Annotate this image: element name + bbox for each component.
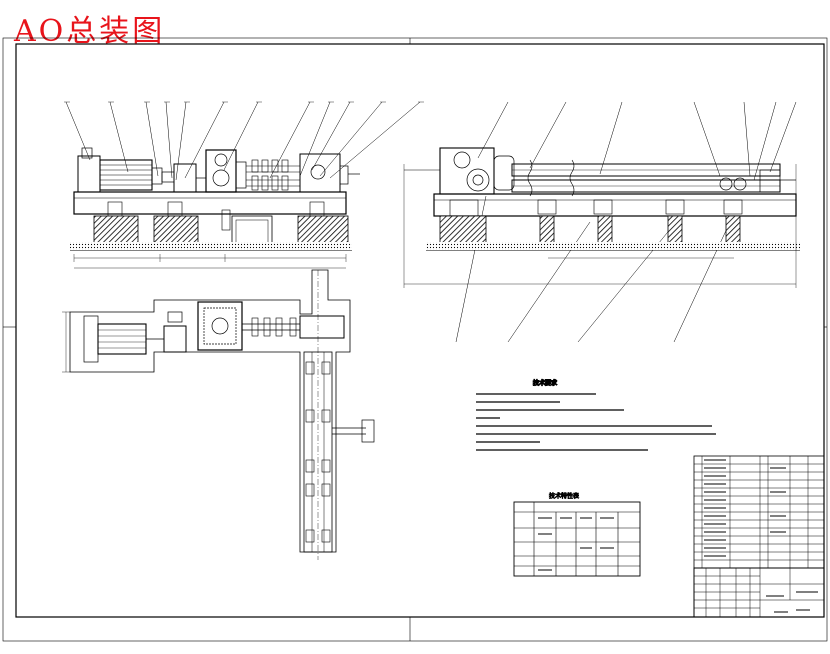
tech-req-heading: 技术要求 — [533, 379, 558, 387]
title-block — [693, 567, 825, 618]
spec-table-heading: 技术特性表 — [549, 492, 580, 500]
spec-table: 技术特性表 — [513, 492, 641, 577]
parts-list — [693, 455, 825, 569]
technical-requirements: 技术要求 — [476, 379, 716, 451]
plan-view — [62, 269, 375, 560]
right-elevation-view — [403, 101, 800, 343]
left-elevation-view — [64, 101, 424, 269]
sheet-border — [2, 37, 828, 642]
drawing-title: AO总装图 — [14, 14, 166, 49]
